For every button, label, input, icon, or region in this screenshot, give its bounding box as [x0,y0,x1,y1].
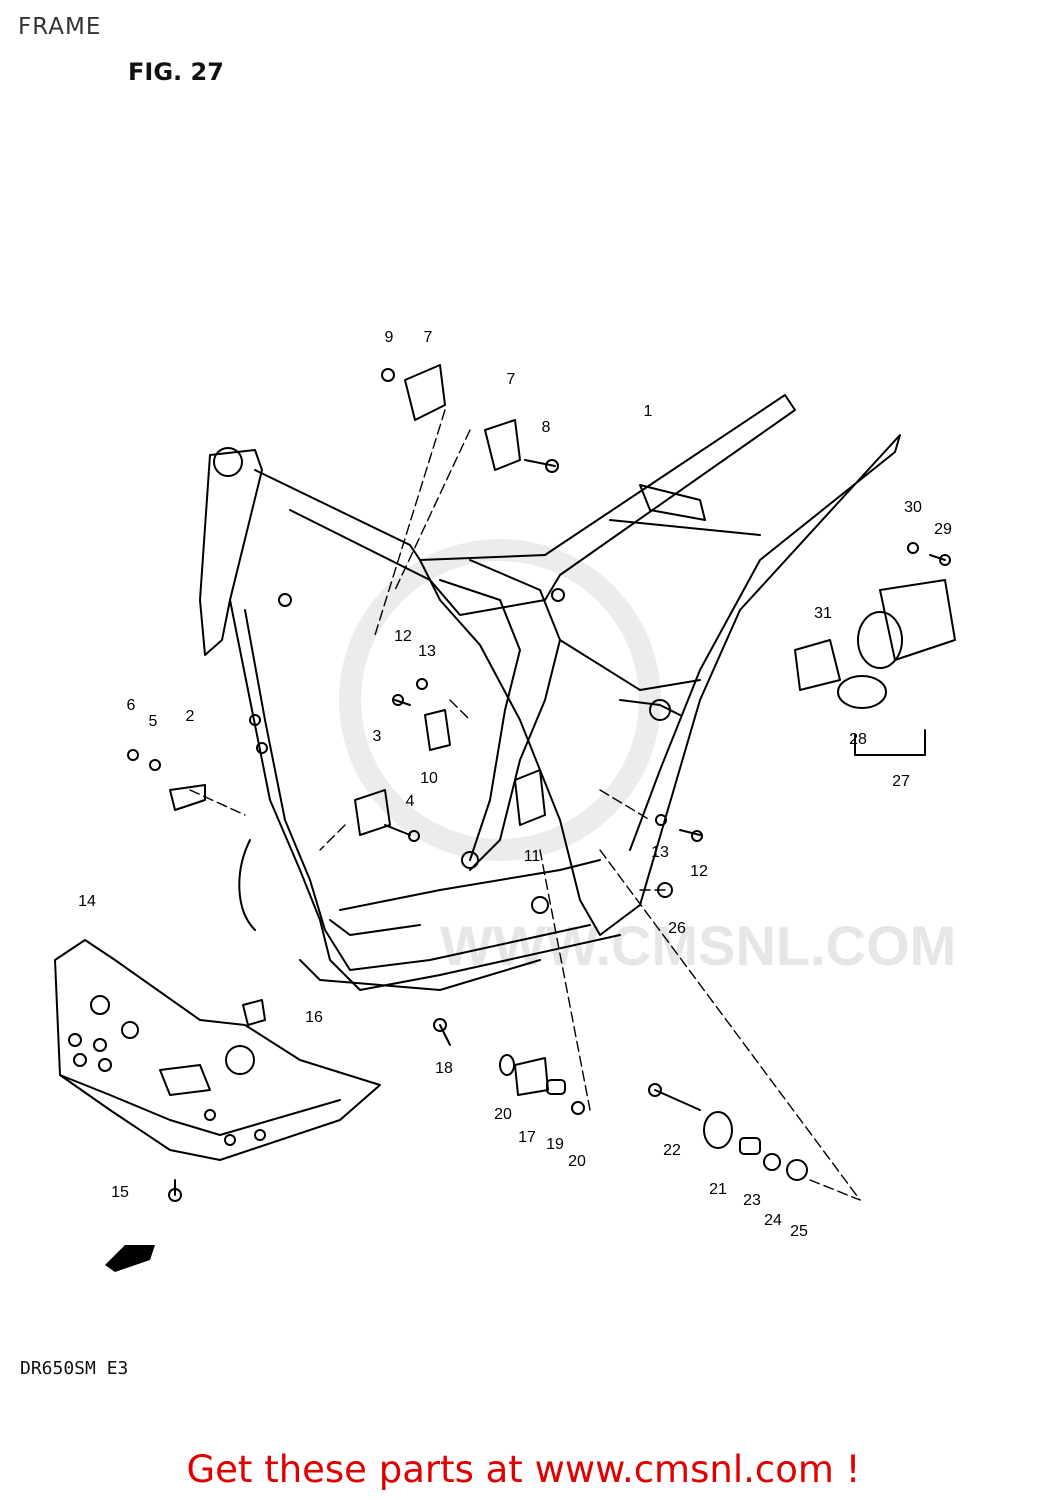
callout-4: 4 [406,793,415,810]
callout-29: 29 [934,521,952,538]
callout-20b: 20 [568,1153,586,1170]
watermark-text: WWW.CMSNL.COM [440,914,956,977]
engine-mount-set [499,1054,585,1115]
callout-12b: 12 [690,863,708,880]
callout-9: 9 [385,329,394,346]
callout-25: 25 [790,1223,808,1240]
page-title: FRAME [18,14,102,40]
leader-lines [189,409,861,1201]
callout-31: 31 [814,605,832,622]
bolt-collar-set [648,1083,808,1181]
promo-banner[interactable]: Get these parts at www.cmsnl.com ! [186,1448,861,1491]
frame-main [199,394,901,991]
callout-15: 15 [111,1184,129,1201]
callout-21: 21 [709,1181,727,1198]
callout-30: 30 [904,499,922,516]
callout-19: 19 [546,1136,564,1153]
callout-11: 11 [524,848,541,865]
brackets-and-fasteners [127,364,703,898]
callout-26: 26 [668,920,686,937]
callout-28: 28 [849,731,867,748]
model-code: DR650SM E3 [20,1358,129,1379]
callout-2: 2 [186,708,195,725]
watermark-logo [339,539,661,861]
callout-1: 1 [644,403,653,420]
callout-22: 22 [663,1142,681,1159]
callout-10: 10 [420,770,438,787]
front-arrow-icon [105,1245,155,1272]
callout-7a: 7 [424,329,433,346]
callout-7b: 7 [507,371,516,388]
skid-plate [54,939,451,1202]
callout-14: 14 [78,893,96,910]
callout-17: 17 [518,1129,536,1146]
callout-16: 16 [305,1009,323,1026]
callout-24: 24 [764,1212,782,1229]
air-duct-assembly [794,542,956,756]
callout-8: 8 [542,419,551,436]
callout-20a: 20 [494,1106,512,1123]
callout-5: 5 [149,713,158,730]
callout-3: 3 [373,728,382,745]
callout-18: 18 [435,1060,453,1077]
callout-13a: 13 [418,643,436,660]
callout-27: 27 [892,773,910,790]
callout-6: 6 [127,697,136,714]
callout-12a: 12 [394,628,412,645]
figure-label: FIG. 27 [128,58,224,86]
callout-23: 23 [743,1192,761,1209]
callout-labels: 1 2 3 4 5 6 7 7 8 9 10 11 12 12 13 13 14… [78,329,952,1240]
callout-13b: 13 [651,844,669,861]
